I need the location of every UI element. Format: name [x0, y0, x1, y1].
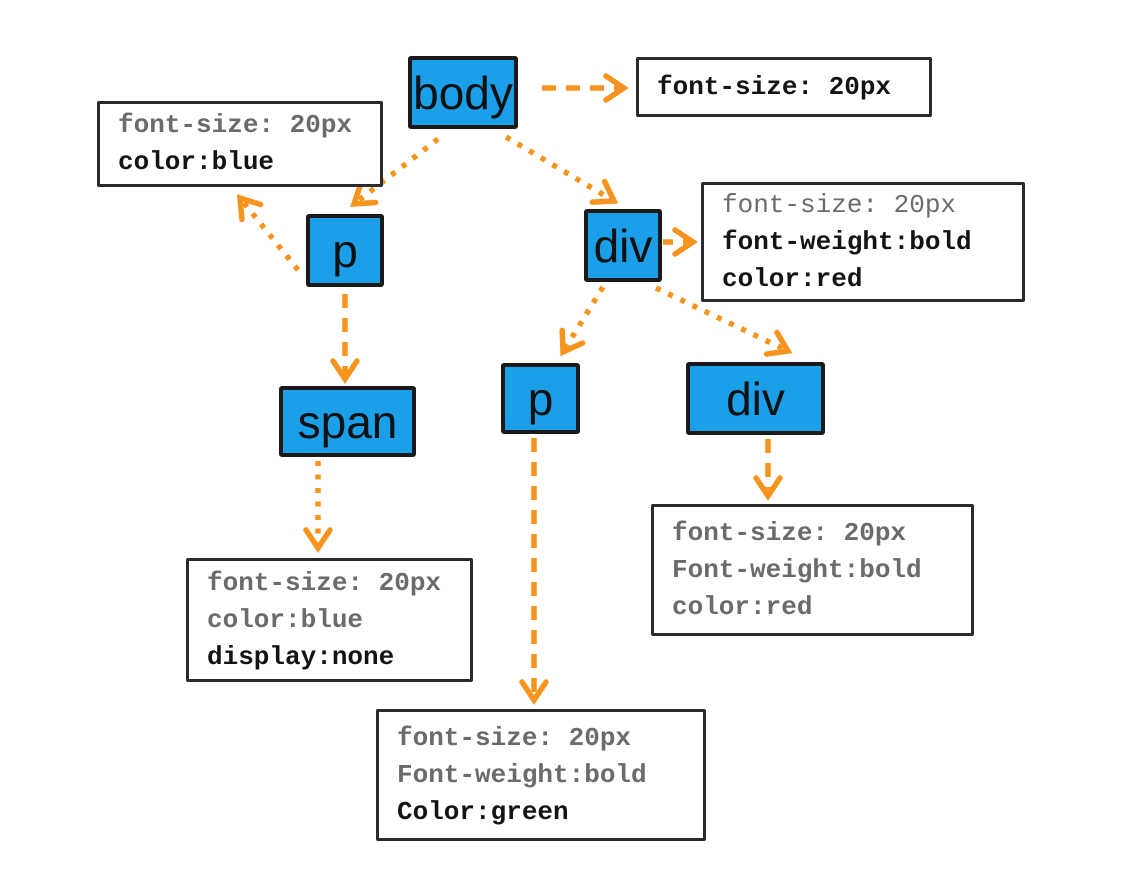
- style-box-p-child: font-size: 20px Font-weight:bold Color:g…: [376, 709, 706, 841]
- css-rule-inherited: Font-weight:bold: [672, 554, 922, 585]
- css-rule-inherited: Font-weight:bold: [397, 759, 647, 790]
- css-rule-inherited: font-size: 20px: [397, 722, 632, 753]
- style-box-span: font-size: 20px color:blue display:none: [186, 558, 473, 682]
- node-span-label: span: [297, 395, 398, 448]
- edge-body-to-div: [504, 134, 619, 205]
- css-rule-inherited: font-size: 20px: [207, 567, 442, 598]
- style-box-p: font-size: 20px color:blue: [97, 101, 383, 187]
- style-box-div: font-size: 20px font-weight:bold color:r…: [701, 182, 1025, 302]
- node-body-label: body: [413, 66, 513, 119]
- edge-p-to-p-style: [236, 194, 301, 272]
- node-p-child: p: [501, 363, 580, 434]
- css-rule: font-weight:bold: [722, 226, 972, 257]
- node-span: span: [279, 386, 416, 457]
- node-p-label: p: [332, 224, 358, 277]
- css-rule: font-size: 20px: [657, 71, 892, 102]
- css-rule-inherited: color:blue: [207, 604, 364, 635]
- css-rule: Color:green: [397, 796, 569, 827]
- css-rule: color:red: [722, 263, 863, 294]
- css-rule-inherited: font-size: 20px: [118, 110, 353, 140]
- node-p: p: [306, 214, 384, 287]
- css-rule-inherited: font-size: 20px: [672, 517, 907, 548]
- node-div: div: [584, 209, 662, 282]
- node-div-child: div: [686, 362, 825, 435]
- edge-div-to-p-child: [559, 285, 606, 357]
- node-p-child-label: p: [527, 372, 554, 425]
- css-rule-inherited: font-size: 20px: [722, 189, 957, 220]
- node-div-child-label: div: [726, 372, 785, 425]
- css-rule-inherited: color:red: [672, 591, 813, 622]
- style-box-body: font-size: 20px: [636, 57, 932, 117]
- css-rule: display:none: [207, 641, 395, 672]
- style-box-div-child: font-size: 20px Font-weight:bold color:r…: [651, 504, 974, 636]
- css-rule: color:blue: [118, 147, 275, 177]
- node-body: body: [408, 56, 518, 129]
- node-div-label: div: [593, 219, 653, 272]
